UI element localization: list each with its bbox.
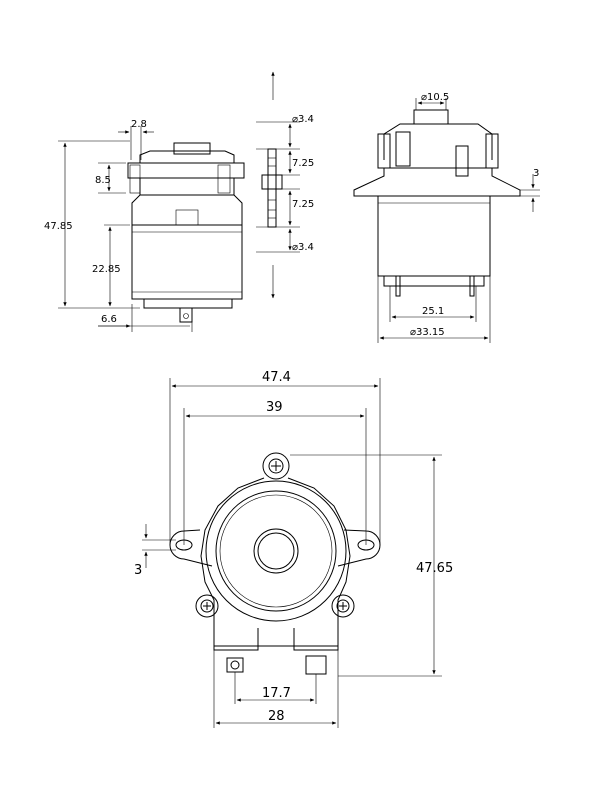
dim-17-7: 17.7 (262, 686, 291, 701)
lower-tabs (213, 620, 339, 651)
dim-3-bottom: 3 (134, 563, 142, 578)
terminal-left (395, 275, 401, 297)
dim-39: 39 (266, 400, 283, 415)
output-gear (267, 148, 277, 228)
shaft-inner (257, 532, 295, 570)
terminal (179, 307, 193, 323)
top-screw-boss (262, 452, 290, 480)
terminal-right-square (305, 655, 327, 675)
right-screw-boss (331, 594, 355, 618)
dim-7-25-b: 7.25 (292, 199, 314, 210)
inner-ring (215, 490, 337, 612)
dim-28: 28 (268, 709, 285, 724)
dim-25-1: 25.1 (422, 306, 444, 317)
dim-22-85: 22.85 (92, 264, 121, 275)
right-latch (455, 145, 469, 177)
motor-can (131, 224, 243, 300)
top-screw-cross (271, 461, 281, 471)
dim-47-4: 47.4 (262, 370, 291, 385)
front-motor-can (377, 195, 491, 277)
front-view: ⌀10.5 3 25.1 ⌀33.15 (353, 92, 540, 343)
left-screw-icon (200, 599, 214, 613)
outer-ring (205, 480, 347, 622)
terminal-right (469, 275, 475, 297)
dim-8-5: 8.5 (95, 175, 111, 186)
front-end-cap (383, 275, 485, 287)
terminal-hole (183, 313, 189, 319)
top-screw-icon (268, 458, 284, 474)
gearbox-body (139, 177, 235, 196)
motor-top-cap (173, 142, 211, 155)
clip-slot (175, 209, 199, 226)
dim-dia-3-4-top: ⌀3.4 (292, 114, 314, 125)
dim-7-25-a: 7.25 (292, 158, 314, 169)
dim-2-8: 2.8 (131, 119, 147, 130)
dim-dia-10-5: ⌀10.5 (421, 92, 449, 103)
left-latch (395, 131, 411, 167)
dim-47-65: 47.65 (416, 561, 453, 576)
dim-6-6: 6.6 (101, 314, 117, 325)
gear-hub (261, 174, 283, 190)
dim-dia-3-4-bottom: ⌀3.4 (292, 242, 314, 253)
left-tab (129, 164, 141, 194)
side-view: 47.85 22.85 8.5 2.8 6.6 (44, 71, 314, 332)
gearbox-head (383, 123, 493, 160)
shaft-boss (413, 109, 449, 125)
dim-47-85: 47.85 (44, 221, 73, 232)
dim-dia-33-15: ⌀33.15 (410, 327, 445, 338)
motor-end-cap (143, 298, 233, 309)
right-screw-icon (336, 599, 350, 613)
inner-ring-2 (219, 494, 333, 608)
dim-3-front: 3 (533, 168, 539, 179)
shaft-outer (253, 528, 299, 574)
terminal-left-hole (230, 660, 240, 670)
bottom-view: 47.4 39 47.65 3 17.7 28 (134, 370, 453, 728)
mounting-flange (353, 167, 521, 197)
gearbox-top (139, 150, 235, 163)
housing-shoulder (131, 194, 243, 225)
left-screw-boss (195, 594, 219, 618)
right-tab (217, 164, 231, 194)
terminal-left-square (226, 657, 244, 673)
bottom-housing (200, 477, 351, 647)
